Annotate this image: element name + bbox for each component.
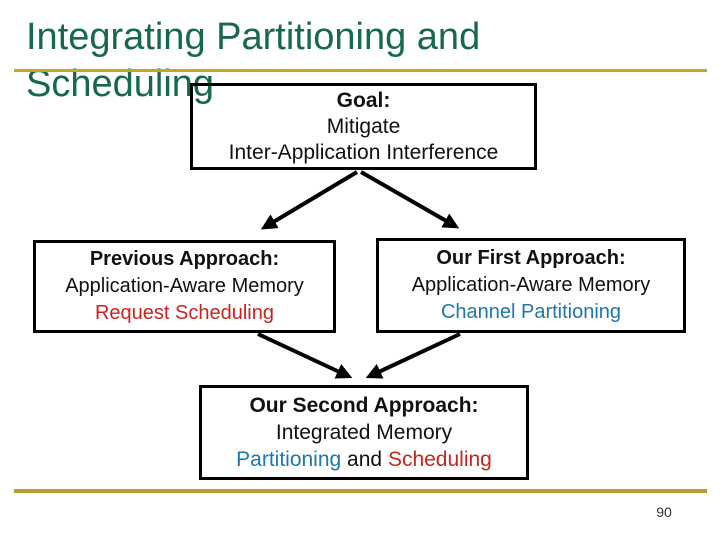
- goal-box-heading: Goal:: [336, 88, 391, 112]
- arrow-goal-to-first: [360, 170, 460, 229]
- goal-box: Goal: Mitigate Inter-Application Interfe…: [190, 83, 537, 170]
- arrow-first-to-second: [365, 332, 461, 379]
- first-approach-heading: Our First Approach:: [436, 247, 626, 269]
- goal-box-line3: Inter-Application Interference: [228, 140, 499, 164]
- goal-box-line2: Mitigate: [326, 114, 401, 138]
- previous-approach-line3: Request Scheduling: [94, 302, 274, 324]
- second-approach-line3-scheduling: Scheduling: [387, 448, 492, 471]
- second-approach-box: Our Second Approach: Integrated Memory P…: [199, 385, 529, 480]
- page-number: 90: [656, 504, 672, 520]
- footer-rule: [14, 489, 707, 493]
- first-approach-box: Our First Approach: Application-Aware Me…: [376, 238, 686, 333]
- arrow-previous-to-second: [257, 332, 353, 379]
- first-approach-line3: Channel Partitioning: [440, 301, 622, 323]
- title-underline-rule: [14, 69, 707, 72]
- arrow-goal-to-previous: [260, 170, 359, 230]
- slide-title-line1: Integrating Partitioning and: [26, 16, 481, 58]
- second-approach-line3: Partitioning and Scheduling: [236, 446, 492, 473]
- previous-approach-heading: Previous Approach:: [89, 248, 280, 270]
- first-approach-line2: Application-Aware Memory: [411, 274, 651, 296]
- previous-approach-line2: Application-Aware Memory: [65, 275, 304, 297]
- second-approach-line2: Integrated Memory: [275, 421, 453, 444]
- second-approach-line3-partitioning: Partitioning: [236, 448, 342, 471]
- previous-approach-box: Previous Approach: Application-Aware Mem…: [33, 240, 336, 333]
- second-approach-line3-and: and: [347, 448, 383, 471]
- second-approach-heading: Our Second Approach:: [249, 394, 479, 417]
